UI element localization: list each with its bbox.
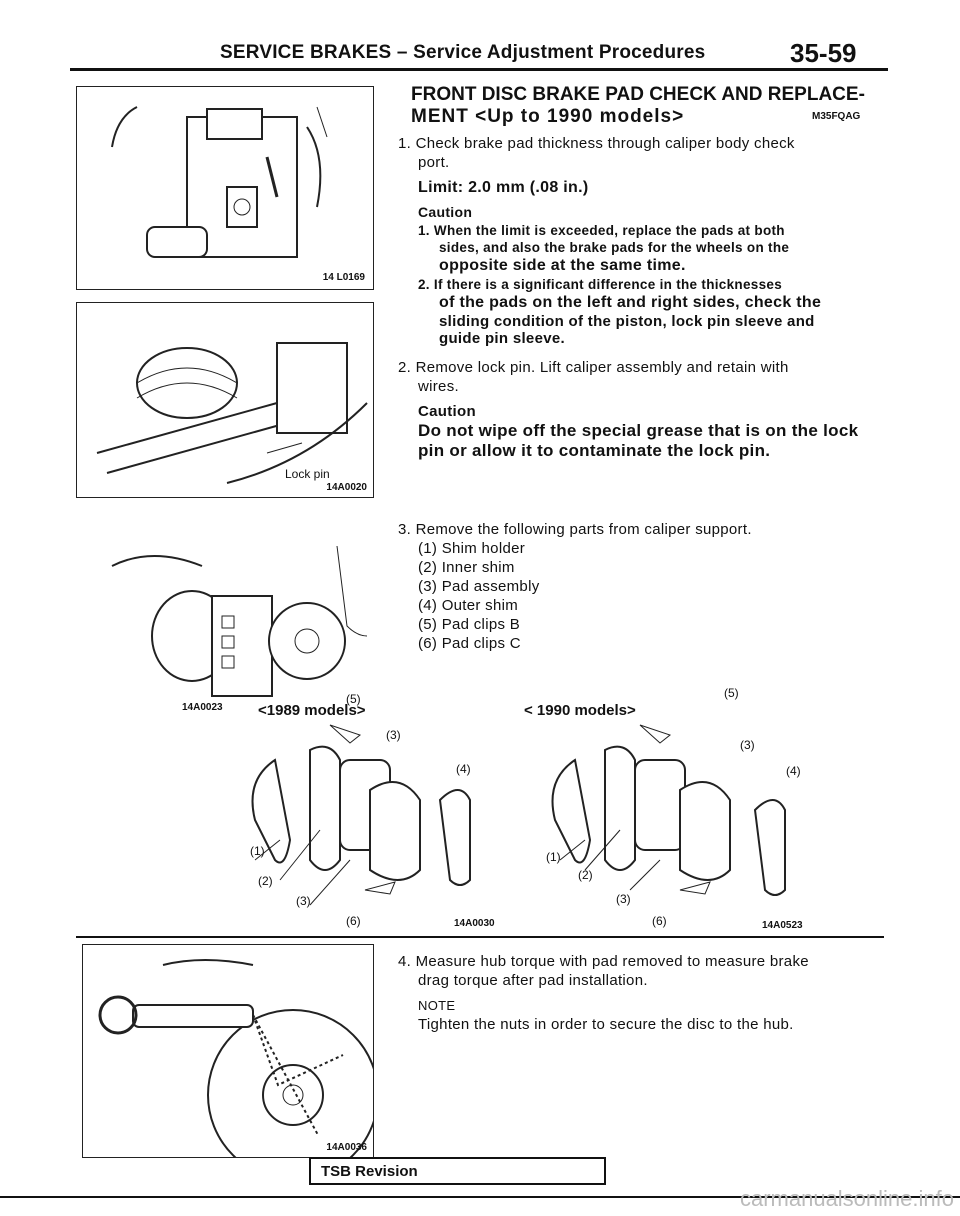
caution-1-cont2: opposite side at the same time.: [439, 257, 686, 274]
figure-code: 14A0030: [454, 918, 495, 929]
header-rule: [70, 68, 888, 71]
parts-list-item: (3) Pad assembly: [418, 578, 540, 595]
callout: (3): [616, 892, 631, 906]
lock-pin-illustration: [96, 342, 368, 484]
step-1-text: 1. Check brake pad thickness through cal…: [398, 135, 795, 152]
callout: (6): [652, 914, 667, 928]
section-code: M35FQAG: [812, 111, 861, 122]
callout: (3): [740, 738, 755, 752]
step-1: 1. Check brake pad thickness through cal…: [398, 134, 868, 347]
parts-list-item: (6) Pad clips C: [418, 635, 521, 652]
caution-1: 1. When the limit is exceeded, replace t…: [418, 223, 785, 238]
caution-text: Do not wipe off the special grease that …: [418, 421, 859, 440]
step-2: 2. Remove lock pin. Lift caliper assembl…: [398, 358, 868, 461]
caliper-illustration: [111, 106, 328, 258]
callout: (5): [346, 692, 361, 706]
caution-label: Caution: [418, 204, 473, 220]
callout: (3): [296, 894, 311, 908]
figure-caliper-check-port: 14 L0169: [76, 86, 374, 290]
parts-list-item: (5) Pad clips B: [418, 616, 521, 633]
step-3: 3. Remove the following parts from calip…: [398, 520, 868, 653]
caution-label: Caution: [418, 403, 476, 420]
caution-1-cont: sides, and also the brake pads for the w…: [439, 240, 790, 255]
caution-2-cont3: guide pin sleeve.: [439, 330, 565, 347]
step-1-text-cont: port.: [418, 154, 450, 171]
step-4-text: 4. Measure hub torque with pad removed t…: [398, 953, 809, 970]
parts-list-item: (1) Shim holder: [418, 540, 526, 557]
limit-spec: Limit: 2.0 mm (.08 in.): [418, 179, 589, 196]
figure-code: 14 L0169: [322, 272, 365, 283]
figure-lock-pin: Lock pin 14A0020: [76, 302, 374, 498]
right-models-label: < 1990 models>: [524, 702, 636, 719]
watermark: carmanualsonline.info: [739, 1186, 954, 1211]
callout: (3): [386, 728, 401, 742]
figure-code: 14A0036: [326, 1142, 367, 1153]
note-text: Tighten the nuts in order to secure the …: [418, 1016, 794, 1033]
pad-diagram-1989: [251, 724, 471, 906]
callout: (1): [546, 850, 561, 864]
lock-pin-label: Lock pin: [285, 467, 330, 481]
step-2-text: 2. Remove lock pin. Lift caliper assembl…: [398, 359, 789, 376]
step-4: 4. Measure hub torque with pad removed t…: [398, 952, 868, 1034]
section-rule: [76, 936, 884, 938]
callout: (4): [786, 764, 801, 778]
tsb-revision-box: TSB Revision: [309, 1157, 606, 1185]
caution-2: 2. If there is a significant difference …: [418, 277, 783, 292]
section-title-continued: MENT <Up to 1990 models>: [411, 106, 685, 127]
page-header-title: SERVICE BRAKES – Service Adjustment Proc…: [220, 42, 706, 63]
section-title: FRONT DISC BRAKE PAD CHECK AND REPLACE-: [411, 84, 865, 105]
callout: (6): [346, 914, 361, 928]
hub-illustration: [111, 545, 368, 697]
figure-hub-pads: [82, 526, 372, 706]
caution-2-cont2: sliding condition of the piston, lock pi…: [439, 313, 815, 330]
footer-rule: [0, 1196, 960, 1198]
caution-2-cont: of the pads on the left and right sides,…: [439, 294, 822, 311]
step-2-text-cont: wires.: [418, 378, 459, 395]
page-number: 35-59: [790, 38, 857, 68]
callout: (4): [456, 762, 471, 776]
callout: (1): [250, 844, 265, 858]
callout: (5): [724, 686, 739, 700]
parts-list-item: (2) Inner shim: [418, 559, 515, 576]
left-models-label: <1989 models>: [258, 702, 366, 719]
note-label: NOTE: [418, 998, 456, 1013]
step-4-text-cont: drag torque after pad installation.: [418, 972, 648, 989]
step-3-text: 3. Remove the following parts from calip…: [398, 521, 752, 538]
figure-code: 14A0023: [182, 702, 223, 713]
figure-code: 14A0020: [326, 482, 367, 493]
caution-text-cont: pin or allow it to contaminate the lock …: [418, 441, 771, 460]
parts-list-item: (4) Outer shim: [418, 597, 519, 614]
figure-code: 14A0523: [762, 920, 803, 931]
pad-diagram-1990: [551, 724, 786, 896]
callout: (2): [258, 874, 273, 888]
torque-illustration: [98, 959, 373, 1157]
callout: (2): [578, 868, 593, 882]
figure-hub-torque: 14A0036: [82, 944, 374, 1158]
